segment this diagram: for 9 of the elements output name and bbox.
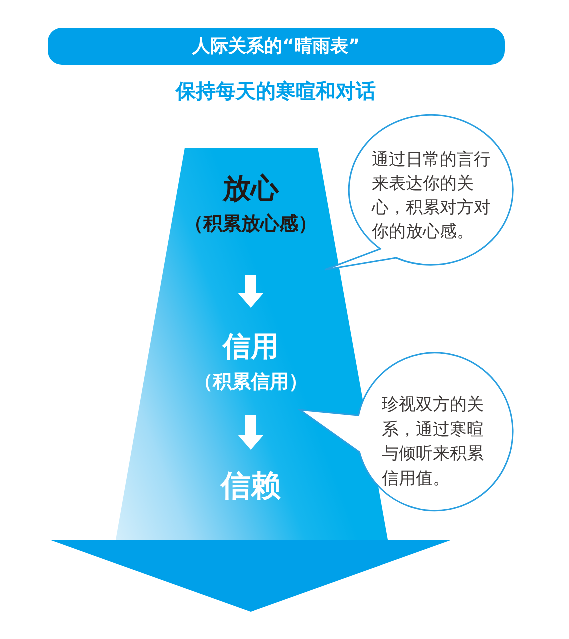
bubble-text: 通过日常的言行来表达你的关心，积累对方对你的放心感。 [372,149,492,244]
title-banner: 人际关系的“晴雨表” [48,28,505,65]
stage-title: 信用 [223,330,279,364]
stage-title: 放心 [223,172,279,206]
stage-subtitle: （积累放心感） [184,212,318,236]
stage-subtitle: （积累信用） [194,370,308,394]
subtitle: 保持每天的寒暄和对话 [176,79,376,104]
stage-title: 信赖 [221,469,281,505]
bubble-text: 珍视双方的关系，通过寒暄与倾听来积累信用值。 [382,394,485,490]
